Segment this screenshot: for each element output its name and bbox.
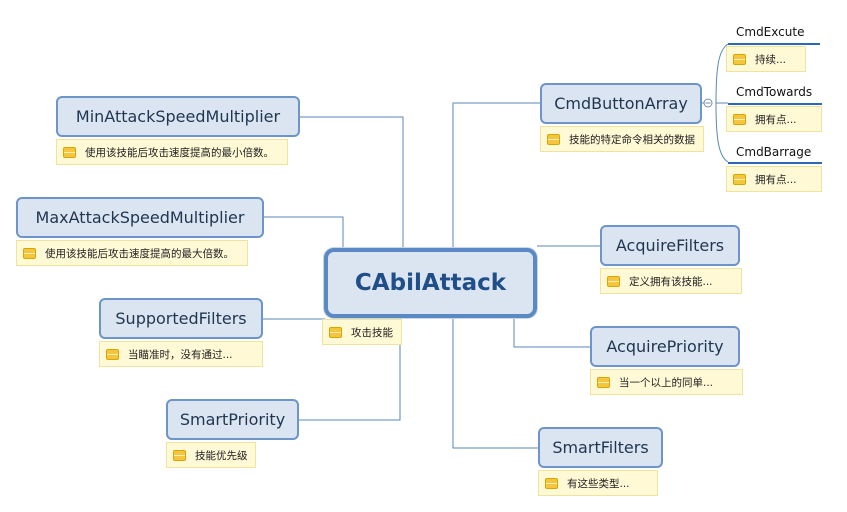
leaf-cmd-barrage[interactable]: CmdBarrage (736, 145, 812, 159)
note-icon (23, 247, 36, 259)
note-min-attack-speed: 使用该技能后攻击速度提高的最小倍数。 (56, 139, 288, 165)
note-icon (547, 133, 560, 145)
node-smart-filters[interactable]: SmartFilters (538, 427, 663, 468)
center-node[interactable]: CAbilAttack (324, 248, 537, 318)
note-icon (733, 173, 746, 185)
connector-smartpri (299, 318, 401, 421)
leaf-underline (728, 162, 822, 164)
note-max-attack-speed: 使用该技能后攻击速度提高的最大倍数。 (16, 240, 248, 266)
note-icon (733, 53, 746, 65)
note-smart-priority: 技能优先级 (166, 442, 256, 468)
note-cmd-towards: 拥有点... (726, 106, 822, 132)
connector-min (300, 116, 404, 262)
note-icon (63, 146, 76, 158)
note-icon (329, 326, 342, 338)
leaf-cmd-excute[interactable]: CmdExcute (736, 25, 805, 39)
node-smart-priority[interactable]: SmartPriority (166, 399, 299, 440)
note-icon (106, 348, 119, 360)
leaf-cmd-towards[interactable]: CmdTowards (736, 85, 813, 99)
note-icon (173, 449, 186, 461)
note-cmd-excute: 持续... (726, 46, 806, 72)
node-acquire-priority[interactable]: AcquirePriority (590, 326, 740, 367)
node-min-attack-speed[interactable]: MinAttackSpeedMultiplier (56, 96, 300, 137)
note-supported-filters: 当瞄准时，没有通过... (99, 341, 263, 367)
note-smart-filters: 有这些类型... (538, 470, 658, 496)
node-max-attack-speed[interactable]: MaxAttackSpeedMultiplier (16, 197, 264, 238)
node-supported-filters[interactable]: SupportedFilters (99, 298, 263, 339)
connector-smartf (452, 318, 538, 449)
leaf-underline (728, 43, 820, 45)
note-cmd-button-array: 技能的特定命令相关的数据 (540, 126, 704, 152)
note-icon (545, 477, 558, 489)
note-icon (733, 113, 746, 125)
connector-max (264, 216, 344, 248)
leaf-underline (728, 103, 822, 105)
note-acquire-filters: 定义拥有该技能... (600, 268, 742, 294)
note-cmd-barrage: 拥有点... (726, 166, 822, 192)
node-cmd-button-array[interactable]: CmdButtonArray (540, 83, 702, 124)
center-note: 攻击技能 (322, 319, 402, 345)
note-icon (607, 275, 620, 287)
center-title: CAbilAttack (354, 270, 507, 296)
note-icon (597, 376, 610, 388)
note-acquire-priority: 当一个以上的同单... (590, 369, 743, 395)
node-acquire-filters[interactable]: AcquireFilters (600, 225, 740, 266)
connector-cmd (452, 102, 540, 248)
connector-acqp (513, 318, 590, 348)
